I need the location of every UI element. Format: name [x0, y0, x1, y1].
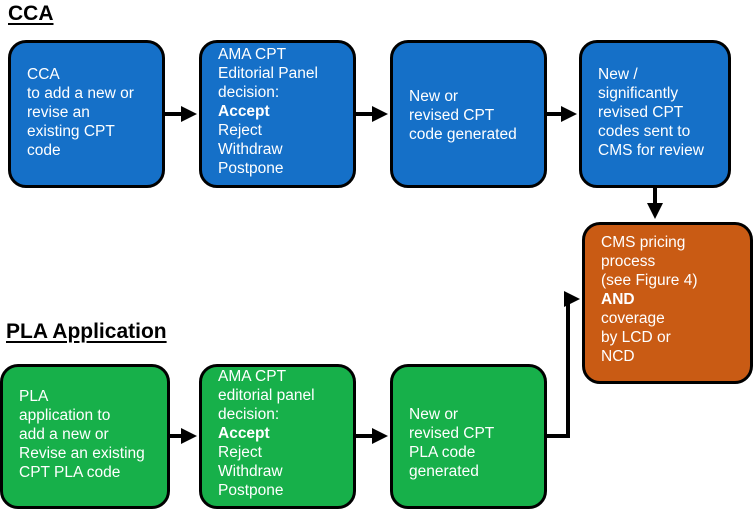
- cca-editorial-decision-box: AMA CPT Editorial Panel decision: Accept…: [199, 40, 356, 188]
- box-line: AMA CPT: [218, 46, 287, 63]
- box-line: Postpone: [218, 482, 284, 499]
- box-line: to add a new or: [27, 85, 134, 102]
- decision-accept-label: Accept: [218, 103, 270, 120]
- cca-request-box: CCA to add a new or revise an existing C…: [8, 40, 165, 188]
- cca-heading: CCA: [8, 2, 54, 25]
- cca-code-generated-box: New or revised CPT code generated: [390, 40, 547, 188]
- box-line: decision:: [218, 84, 280, 101]
- box-line: revised CPT: [598, 104, 684, 121]
- pla-heading: PLA Application: [6, 320, 167, 343]
- cca-sent-to-cms-box: New / significantly revised CPT codes se…: [579, 40, 731, 188]
- box-line: code generated: [409, 126, 517, 143]
- box-line: Withdraw: [218, 141, 283, 158]
- box-line: existing CPT: [27, 123, 115, 140]
- box-line: add a new or: [19, 426, 109, 443]
- arrow-pla-to-cms: [547, 291, 580, 438]
- box-line: editorial panel: [218, 387, 315, 404]
- box-line: revised CPT: [409, 107, 495, 124]
- pla-application-box: PLA application to add a new or Revise a…: [0, 364, 170, 509]
- box-line: code: [27, 142, 61, 159]
- box-line: Reject: [218, 444, 262, 461]
- box-line: CMS for review: [598, 142, 704, 159]
- cms-pricing-box: CMS pricing process (see Figure 4) AND c…: [582, 222, 753, 384]
- decision-accept-label: Accept: [218, 425, 270, 442]
- box-line: CCA: [27, 66, 60, 83]
- box-line: Reject: [218, 122, 262, 139]
- and-label: AND: [601, 291, 635, 308]
- box-line: New /: [598, 66, 638, 83]
- box-line: CMS pricing: [601, 234, 686, 251]
- box-line: CPT PLA code: [19, 464, 121, 481]
- box-line: NCD: [601, 348, 635, 365]
- box-line: by LCD or: [601, 329, 671, 346]
- box-line: New or: [409, 88, 459, 105]
- box-line: (see Figure 4): [601, 272, 698, 289]
- box-line: New or: [409, 406, 459, 423]
- box-line: process: [601, 253, 656, 270]
- box-line: Withdraw: [218, 463, 283, 480]
- box-line: coverage: [601, 310, 665, 327]
- box-line: decision:: [218, 406, 280, 423]
- pla-code-generated-box: New or revised CPT PLA code generated: [390, 364, 547, 509]
- box-line: application to: [19, 407, 111, 424]
- box-line: Revise an existing: [19, 445, 145, 462]
- box-line: Postpone: [218, 160, 284, 177]
- box-line: significantly: [598, 85, 679, 102]
- box-line: revise an: [27, 104, 90, 121]
- box-line: PLA code: [409, 444, 476, 461]
- box-line: codes sent to: [598, 123, 691, 140]
- box-line: PLA: [19, 388, 49, 405]
- box-line: revised CPT: [409, 425, 495, 442]
- box-line: AMA CPT: [218, 368, 287, 385]
- pla-editorial-decision-box: AMA CPT editorial panel decision: Accept…: [199, 364, 356, 509]
- box-line: Editorial Panel: [218, 65, 318, 82]
- box-line: generated: [409, 463, 479, 480]
